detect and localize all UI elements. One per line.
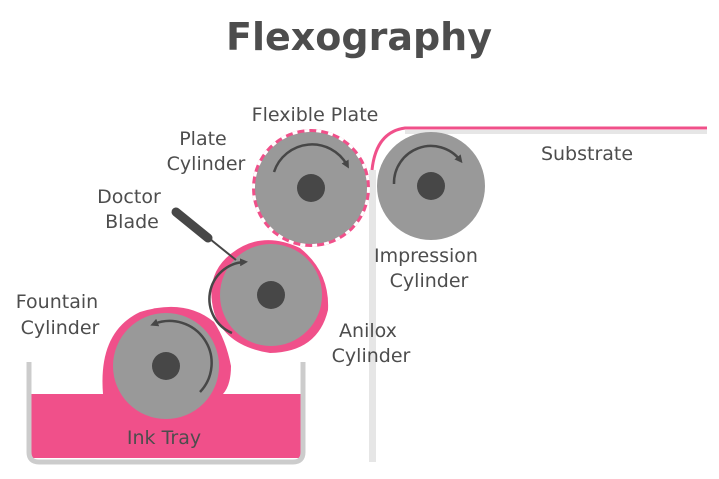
label-flexible-plate: Flexible Plate — [252, 104, 379, 126]
label-anilox-cylinder: Anilox Cylinder — [332, 320, 411, 367]
impression-rotation-arrow — [392, 144, 463, 185]
fountain-cylinder-hub — [152, 352, 180, 380]
fountain-rotation-arrow — [150, 318, 213, 393]
anilox-cylinder — [208, 244, 322, 346]
doctor-blade-handle — [171, 207, 213, 243]
substrate-web — [370, 126, 707, 171]
guide-line — [369, 170, 376, 462]
impression-cylinder-hub — [417, 172, 445, 200]
label-substrate: Substrate — [541, 143, 633, 165]
doctor-blade — [171, 207, 237, 261]
plate-cylinder — [252, 129, 370, 247]
diagram-title: Flexography — [226, 15, 492, 59]
anilox-cylinder-hub — [257, 281, 285, 309]
doctor-blade-edge — [204, 234, 237, 261]
plate-cylinder-hub — [297, 174, 325, 202]
label-impression-cylinder: Impression Cylinder — [374, 245, 484, 292]
label-plate-cylinder: Plate Cylinder — [167, 128, 246, 175]
label-fountain-cylinder: Fountain Cylinder — [16, 291, 104, 339]
impression-cylinder — [377, 132, 485, 240]
ink-tray-wall — [26, 362, 306, 465]
anilox-rotation-arrow — [208, 258, 248, 335]
plate-cylinder-outline — [252, 129, 370, 247]
plate-rotation-arrow — [272, 143, 349, 173]
label-ink-tray: Ink Tray — [127, 427, 201, 449]
fountain-cylinder — [113, 313, 219, 419]
label-doctor-blade: Doctor Blade — [97, 186, 167, 233]
